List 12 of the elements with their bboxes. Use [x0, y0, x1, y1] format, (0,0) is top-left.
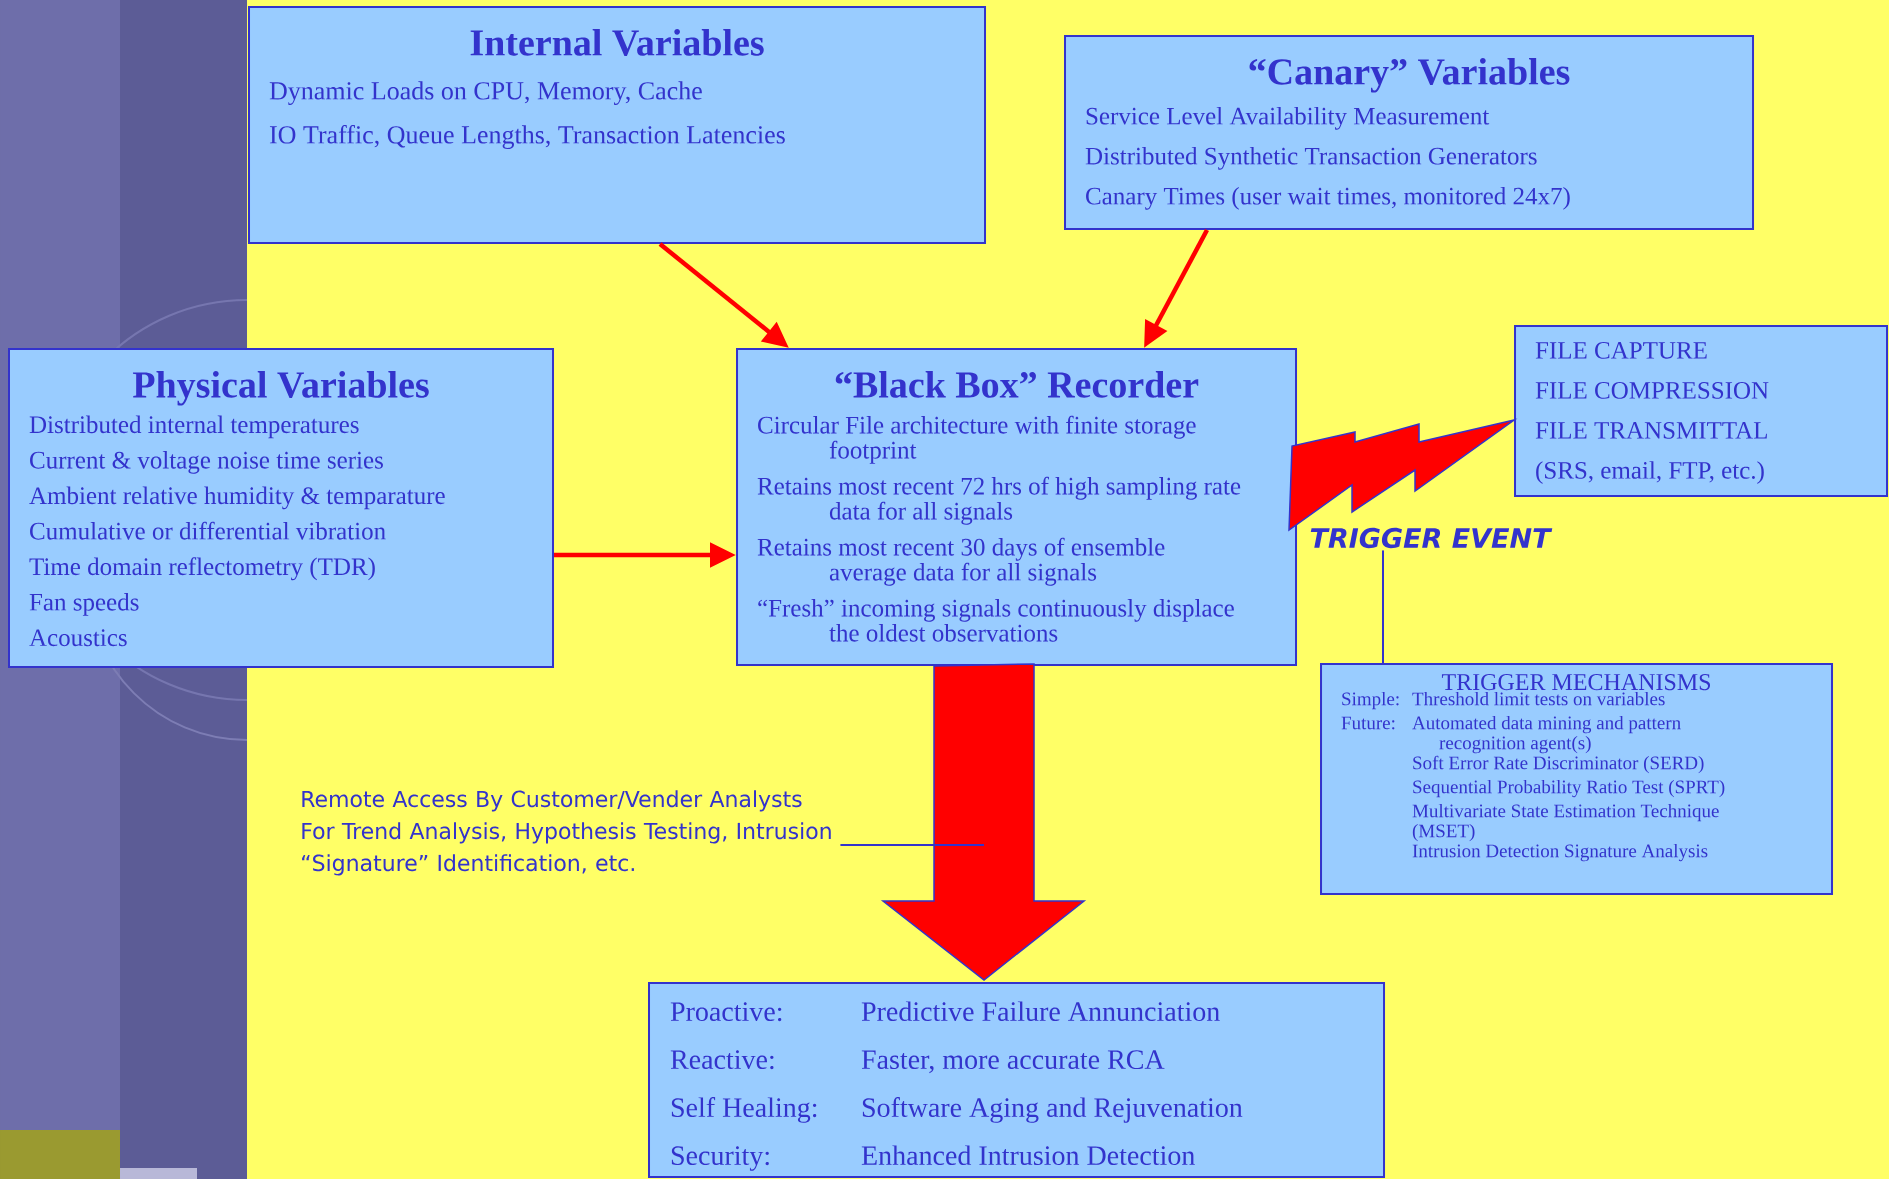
variables-box: “Canary” Variables Service Level Availability Measurement Distributed Synthetic Transaction Generators Canary Times (user wait times, monitored 24x7) — [1064, 35, 1754, 230]
leader-line — [839, 844, 985, 846]
file-actions-box: FILE CAPTURE FILE COMPRESSION FILE TRANSMITTAL (SRS, email, FTP, etc.) — [1514, 325, 1888, 497]
variables-box: Internal Variables Dynamic Loads on CPU, Memory, Cache IO Traffic, Queue Lengths, Transaction Latencies — [248, 6, 986, 244]
note-text: Remote Access By Customer/Vender Analysts For Trend Analysis, Hypothesis Testing, Intrusion “Signature” Identification, etc. — [302, 790, 831, 876]
outcomes-box: Proactive: Predictive Failure Annunciation Reactive: Faster, more accurate RCA Self Healing: Software Aging and Rejuvenation Security: Enhanced Intrusion Detection — [648, 982, 1385, 1178]
block-arrow — [880, 663, 1087, 981]
recorder-box: “Black Box” Recorder Circular File architecture with finite storage footprint Retains most recent 72 hrs of high sampling rate data for all signals Retains most recent 30 days of ensemble average data for all signals “Fresh” incoming signals continuously displace the oldest observations — [736, 348, 1297, 666]
variables-box: Physical Variables Distributed internal temperatures Current & voltage noise time series Ambient relative humidity & temparature Cumulative or differential vibration Time domain reflectometry (TDR) Fan speeds Acoustics — [8, 348, 554, 668]
connector-line — [1382, 549, 1384, 664]
trigger-mechanisms-box: TRIGGER MECHANISMS Simple: Threshold limit tests on variables Future: Automated data mining and pattern recognition agent(s) Soft Error Rate Discriminator (SERD) Sequential Probability Ratio Test (SPRT) Multivariate State Estimation Technique (MSET) Intrusion Detection Signature Analysis — [1320, 663, 1833, 895]
trigger-label: TRIGGER EVENT — [1310, 527, 1553, 549]
